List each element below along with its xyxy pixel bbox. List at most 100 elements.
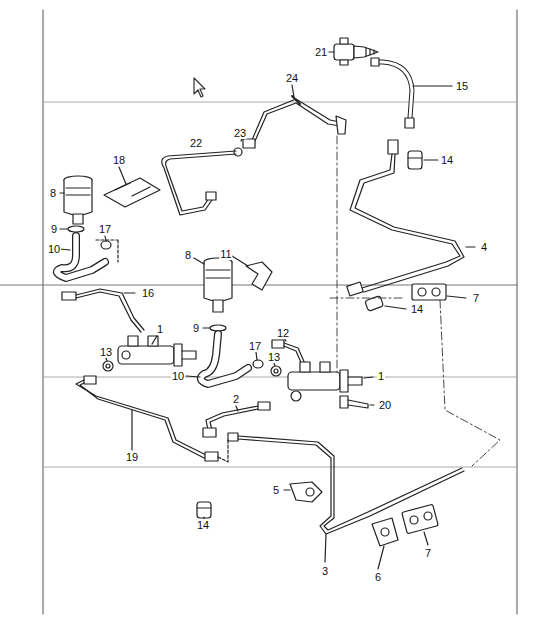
part-outline — [340, 396, 348, 408]
part-outline — [354, 46, 378, 58]
part-outline — [43, 102, 517, 103]
pipe-clip — [372, 518, 398, 546]
part-outline — [73, 214, 83, 224]
part-outline — [148, 336, 158, 346]
part-outline — [115, 183, 150, 196]
bolt — [340, 396, 368, 408]
part-outline — [174, 344, 182, 366]
bracket — [104, 178, 160, 207]
part-outline — [197, 507, 211, 508]
leader-line — [152, 336, 157, 344]
callout-number: 7 — [472, 292, 480, 304]
leader-line — [241, 139, 242, 141]
leader-line — [447, 296, 466, 298]
callout-number: 4 — [480, 241, 488, 253]
leader-line — [274, 363, 275, 366]
part-outline — [408, 157, 422, 158]
part-outline — [122, 351, 130, 359]
brake-pipe — [347, 140, 464, 296]
part-outline — [68, 226, 84, 232]
callout-number: 22 — [189, 137, 203, 149]
part-outline — [213, 300, 223, 312]
part-outline — [66, 188, 90, 195]
leader-line — [60, 228, 68, 229]
callout-number: 6 — [374, 571, 382, 583]
part-outline — [204, 262, 232, 301]
part-outline — [355, 154, 464, 292]
part-outline — [43, 467, 517, 468]
leader-line — [131, 410, 132, 450]
part-outline — [376, 62, 412, 118]
part-outline — [410, 516, 418, 524]
callout-number: 2 — [232, 393, 240, 405]
part-outline — [271, 366, 281, 376]
part-outline — [201, 334, 248, 384]
leader-line — [466, 246, 475, 247]
part-outline — [0, 10, 517, 614]
bracket — [246, 262, 272, 290]
callout-number: 13 — [267, 351, 281, 363]
brake-pipe — [252, 96, 346, 141]
seal-ring — [103, 361, 113, 371]
part-outline — [340, 38, 348, 44]
part-outline — [197, 502, 211, 518]
callout-number: 20 — [378, 399, 392, 411]
dash-dot-line — [330, 136, 500, 466]
callout-number: 13 — [99, 346, 113, 358]
fluid-reservoir — [204, 258, 232, 312]
leader-line — [60, 249, 70, 250]
part-outline — [103, 361, 113, 371]
part-outline — [104, 178, 160, 207]
part-outline — [272, 340, 284, 348]
leader-line — [325, 534, 326, 562]
part-outline — [76, 380, 208, 456]
part-outline — [234, 148, 242, 156]
part-outline — [408, 151, 422, 169]
leader-line — [232, 256, 248, 266]
part-outline — [62, 292, 76, 300]
slave-cylinder — [334, 38, 378, 65]
part-outline — [412, 284, 446, 300]
leader-line — [329, 51, 334, 52]
callout-number: 3 — [321, 565, 329, 577]
fitting — [197, 502, 211, 518]
leader-line — [194, 258, 204, 264]
part-outline — [43, 377, 517, 378]
callout-number: 18 — [112, 154, 126, 166]
part-outline — [340, 60, 348, 65]
callout-number: 9 — [192, 322, 200, 334]
part-outline — [210, 409, 258, 430]
part-outline — [206, 406, 258, 430]
part-outline — [402, 504, 439, 534]
callout-number: 7 — [424, 547, 432, 559]
part-outline — [57, 236, 105, 278]
part-outline — [118, 346, 174, 364]
part-outline — [203, 428, 216, 437]
part-outline — [252, 99, 340, 140]
pipe-clip — [412, 284, 446, 300]
part-outline — [101, 241, 111, 249]
part-outline — [337, 136, 338, 390]
part-outline — [424, 512, 432, 520]
leader-line — [124, 292, 135, 293]
leader-line — [284, 489, 290, 490]
part-outline — [320, 362, 330, 372]
callout-number: 10 — [171, 370, 185, 382]
part-outline — [243, 139, 255, 148]
master-cylinder — [288, 362, 362, 401]
part-outline — [292, 96, 300, 104]
part-outline — [418, 288, 426, 296]
callout-number: 1 — [156, 323, 164, 335]
leader-line — [236, 406, 238, 411]
pipe-clip — [290, 482, 322, 502]
leader-line — [413, 85, 452, 86]
part-outline — [64, 180, 92, 215]
part-outline — [201, 334, 248, 384]
part-outline — [330, 298, 405, 299]
leader-line — [292, 85, 294, 97]
part-outline — [166, 154, 236, 211]
part-outline — [291, 391, 301, 401]
callout-number: 14 — [196, 519, 210, 531]
part-outline — [372, 518, 398, 546]
part-outline — [340, 370, 348, 392]
